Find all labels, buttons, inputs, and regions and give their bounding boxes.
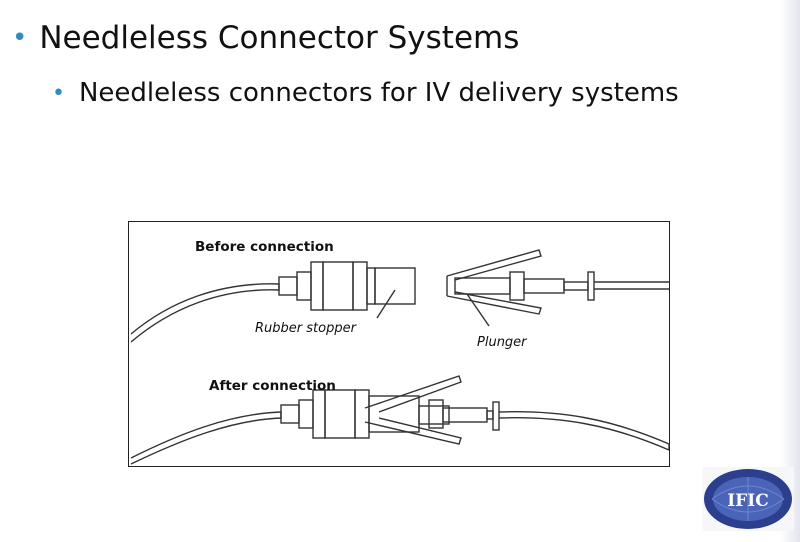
slide-edge-decoration [780, 0, 800, 542]
slide-title: Needleless Connector Systems [39, 20, 520, 56]
ific-logo-mark: IFIC [702, 467, 794, 531]
before-connection-heading: Before connection [195, 239, 334, 255]
plunger-flange-before [587, 271, 595, 301]
bullet-icon: • [12, 23, 28, 53]
connector-neck-before [366, 267, 376, 305]
slide-subtitle-row: • Needleless connectors for IV delivery … [52, 78, 679, 108]
tubing-right-after [498, 411, 670, 452]
plunger-stem-before [563, 281, 589, 291]
connector-body-b-before [322, 261, 354, 311]
plunger-barrel-before [454, 277, 511, 295]
plunger-flange-after [492, 401, 500, 431]
connector-cap-after [280, 404, 300, 424]
plunger-label: Plunger [477, 335, 528, 350]
tubing-right-before [594, 281, 669, 290]
rubber-stopper-leader [376, 289, 396, 319]
plunger-leader [466, 293, 490, 327]
slide-subtitle: Needleless connectors for IV delivery sy… [78, 78, 679, 108]
connector-collar-before [296, 271, 312, 301]
tubing-left-after [130, 411, 282, 465]
plunger-shaft-before [523, 278, 565, 294]
connector-body-b-after [324, 389, 356, 439]
plunger-stem-after [486, 410, 494, 420]
plunger-barrel-after [418, 405, 450, 425]
after-connection-heading: After connection [209, 378, 336, 394]
connector-diagram: Before connection After connection Rubbe… [128, 221, 670, 467]
rubber-stopper-label: Rubber stopper [255, 321, 358, 336]
logo-globe-lines [711, 477, 785, 521]
connector-body-a-after [312, 389, 326, 439]
connector-collar-after [298, 399, 314, 429]
plunger-prong-top-before [446, 249, 542, 281]
plunger-collar-before [509, 271, 525, 301]
plunger-prong-bottom-before [446, 291, 542, 315]
connector-body-c-before [352, 261, 368, 311]
plunger-prong-top-after [364, 375, 462, 413]
logo-text: IFIC [727, 491, 769, 511]
connector-body-c-after [354, 389, 370, 439]
connector-cap-before [278, 276, 298, 296]
plunger-prong-bottom-after [364, 417, 462, 445]
connector-body-a-before [310, 261, 324, 311]
bullet-icon: • [52, 80, 65, 106]
slide-title-row: • Needleless Connector Systems [12, 20, 519, 56]
rubber-stopper-housing [374, 267, 416, 305]
ific-logo: IFIC [702, 467, 794, 531]
connector-diagram-drawing: Before connection After connection Rubbe… [130, 239, 670, 465]
